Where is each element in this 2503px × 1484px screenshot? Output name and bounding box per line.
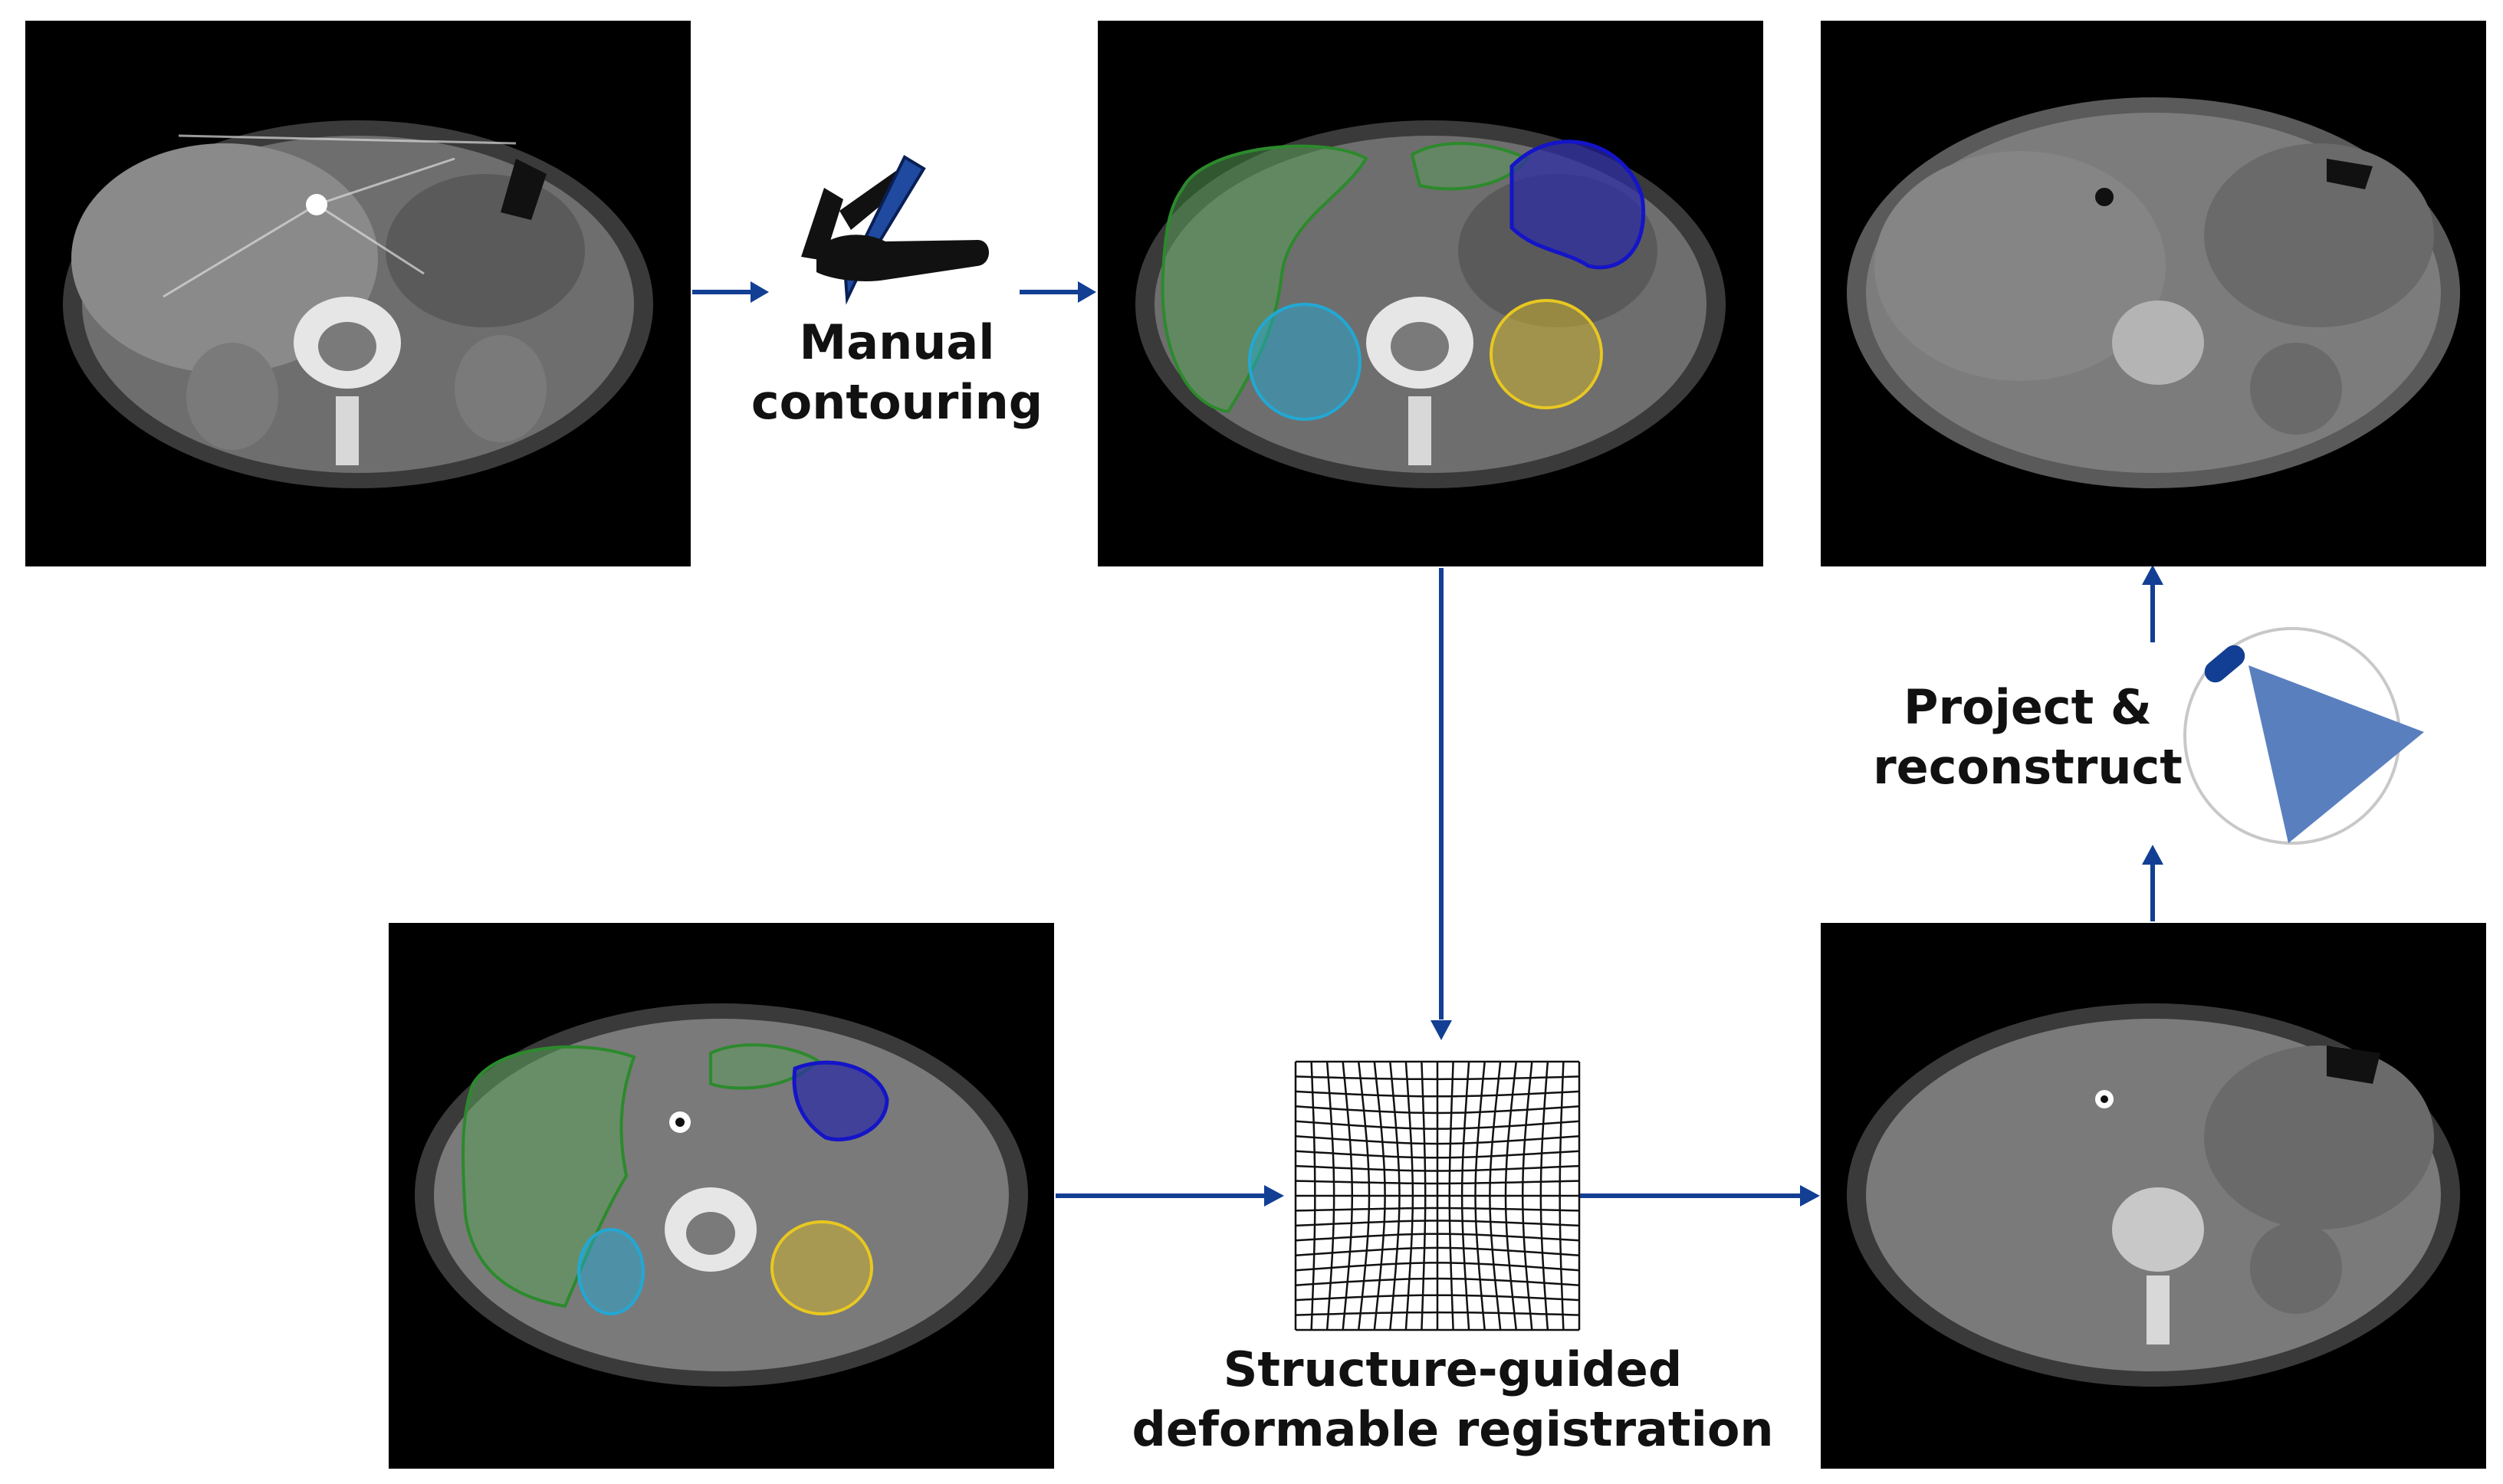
label-project-reconstruct: Project & reconstruct <box>1873 679 2183 795</box>
grid-line <box>1310 1061 1316 1331</box>
label-manual-contouring: Manual contouring <box>751 314 1043 430</box>
grid-line <box>1559 1061 1565 1331</box>
grid-line <box>1504 1061 1518 1331</box>
stomach-contour <box>1509 140 1645 270</box>
grid-line <box>1521 1061 1533 1331</box>
arrowhead <box>1800 1185 1820 1207</box>
kidney-right-contour <box>1248 303 1362 421</box>
grid-line <box>1295 1233 1580 1242</box>
label-structure-guided-registration: Structure-guided deformable registration <box>1132 1341 1774 1457</box>
grid-line <box>1295 1277 1580 1286</box>
grid-line <box>1295 1075 1580 1081</box>
kidney-left-contour <box>770 1220 873 1315</box>
arrowhead <box>2142 845 2163 865</box>
grid-line <box>1295 1294 1580 1302</box>
grid-line <box>1539 1061 1549 1331</box>
grid-line <box>1295 1180 1580 1185</box>
grid-line <box>1295 1220 1580 1227</box>
grid-line <box>1460 1061 1470 1331</box>
grid-line <box>1373 1061 1386 1331</box>
grid-line <box>1295 1311 1580 1316</box>
reconstructed-cbct-image <box>1821 21 2486 566</box>
grid-line <box>1389 1061 1401 1331</box>
deformation-grid-icon <box>1294 1060 1581 1331</box>
arrowhead <box>1264 1185 1284 1207</box>
grid-line <box>1421 1061 1427 1331</box>
arrowhead <box>1078 281 1096 303</box>
deformed-ct-image <box>1821 923 2486 1469</box>
ct-image-with-artifacts <box>25 21 691 566</box>
gantry-projection-icon <box>2183 627 2424 845</box>
arrowhead <box>2142 565 2163 585</box>
grid-line <box>1295 1105 1580 1115</box>
stomach-contour <box>792 1060 889 1142</box>
grid-line <box>1357 1061 1371 1331</box>
grid-line <box>1295 1164 1580 1172</box>
grid-line <box>1295 1262 1580 1272</box>
grid-line <box>1325 1061 1335 1331</box>
grid-line <box>1295 1120 1580 1130</box>
liver-lobe-contour <box>709 1043 821 1090</box>
arrowhead <box>751 281 769 303</box>
pen-hand-icon <box>801 155 989 305</box>
kidney-left-contour <box>1490 299 1603 409</box>
kidney-right-contour <box>577 1228 645 1315</box>
grid-line <box>1295 1207 1580 1212</box>
grid-line <box>1295 1150 1580 1159</box>
grid-line <box>1295 1090 1580 1098</box>
grid-line <box>1448 1061 1454 1331</box>
arrowhead <box>1431 1020 1452 1040</box>
grid-line <box>1474 1061 1486 1331</box>
grid-line <box>1404 1061 1414 1331</box>
grid-line <box>1342 1061 1354 1331</box>
planning-ct-with-contours <box>389 923 1054 1469</box>
grid-line <box>1295 1246 1580 1257</box>
contoured-ct-image <box>1098 21 1763 566</box>
grid-line <box>1489 1061 1502 1331</box>
grid-line <box>1295 1134 1580 1145</box>
